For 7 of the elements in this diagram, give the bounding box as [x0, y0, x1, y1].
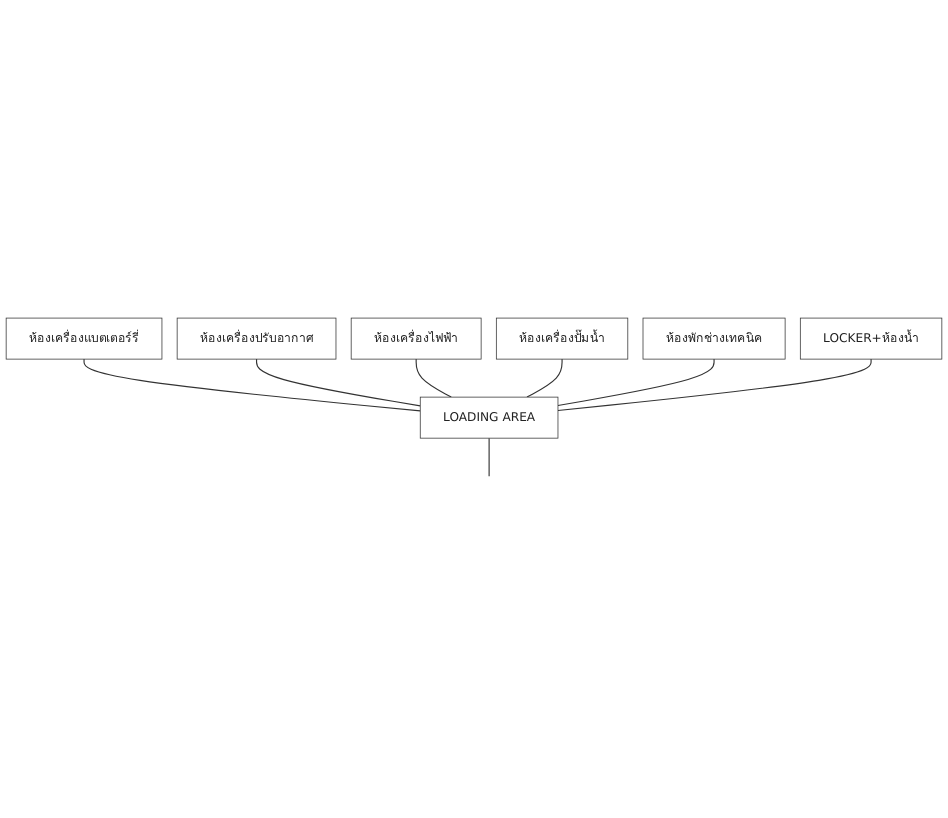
connector	[526, 359, 563, 399]
connector	[488, 438, 490, 478]
connector	[557, 359, 872, 412]
connector	[83, 359, 421, 412]
connector	[415, 359, 452, 399]
connector	[256, 359, 421, 407]
connector	[557, 359, 715, 407]
